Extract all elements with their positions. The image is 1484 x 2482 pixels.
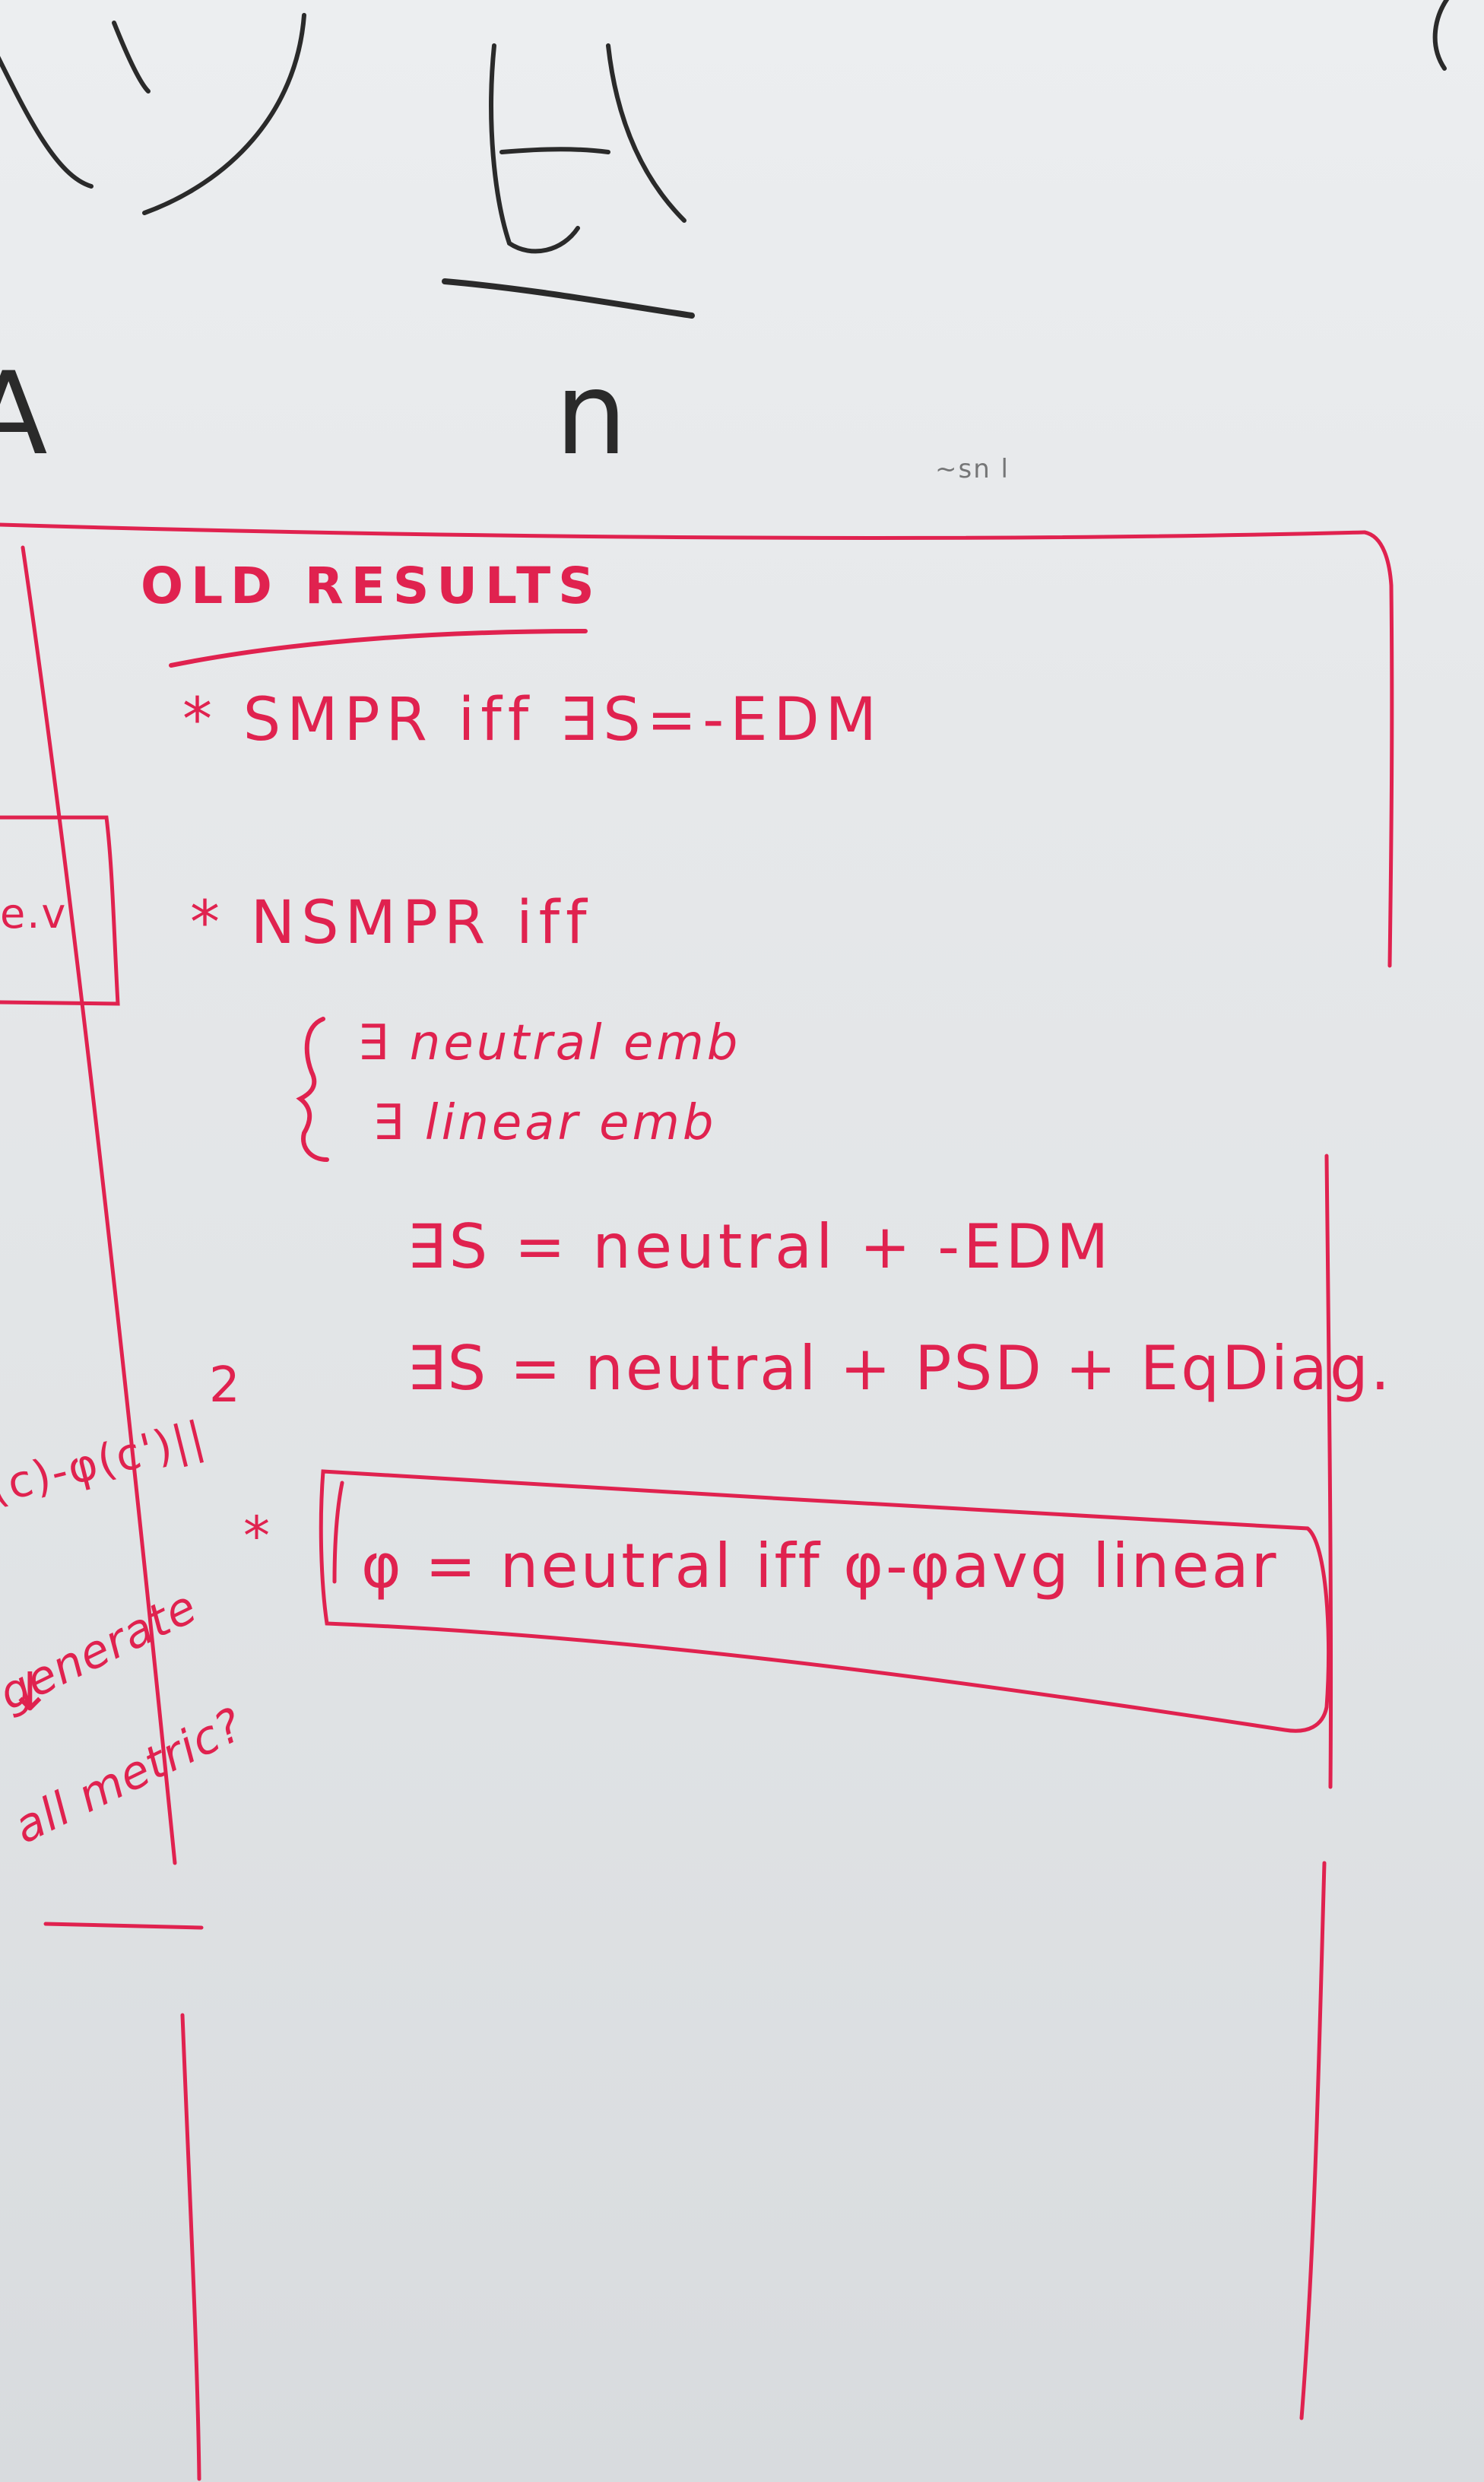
black-letter-h-bar [499,147,610,154]
red-box-right-edge-lower [1299,1861,1327,2420]
black-arc-right [1432,0,1450,71]
star-marker: * [243,1505,274,1567]
line-nsmpr: * NSMPR iff [190,889,593,957]
red-left-vertical [21,545,177,1865]
equation-psd: ∃S = neutral + PSD + EqDiag. [407,1333,1393,1404]
red-box-top-right-corner [1362,530,1394,588]
black-fraction-line [442,278,695,319]
black-smudge-text: ~sn l [935,454,1010,484]
red-short-line [43,1922,204,1930]
superscript-two: 2 [209,1357,245,1414]
red-box-top-edge [0,522,1367,540]
red-claim-box [319,1469,1331,1733]
black-letter-n: n [555,348,628,481]
black-letter-a: A [0,348,48,481]
black-letter-h-right [606,43,687,223]
line-smpr: * SMPR iff ∃S=-EDM [182,686,883,754]
down-arrow-icon: ↓ [8,1661,57,1723]
sub-neutral-emb: ∃ neutral emb [357,1015,741,1071]
sub-linear-emb: ∃ linear emb [373,1095,717,1151]
left-box-fragment: e.v [0,890,68,938]
black-letter-h-left [489,43,580,254]
title-old-results: OLD RESULTS [141,557,602,615]
black-circle-inner [112,21,151,94]
red-left-vertical-lower [180,2013,201,2481]
equation-edm: ∃S = neutral + -EDM [407,1211,1113,1282]
red-box-right-edge-upper [1387,583,1394,968]
red-curly-brace [296,1017,329,1162]
black-circle-left [0,56,94,189]
red-title-underline [169,629,588,668]
boxed-neutral-claim: φ = neutral iff φ-φavg linear [361,1531,1279,1601]
red-left-box [0,815,120,1006]
red-claim-box-inner-left [332,1481,344,1584]
black-circle-right [142,13,306,215]
red-box-right-edge-middle [1324,1154,1333,1789]
